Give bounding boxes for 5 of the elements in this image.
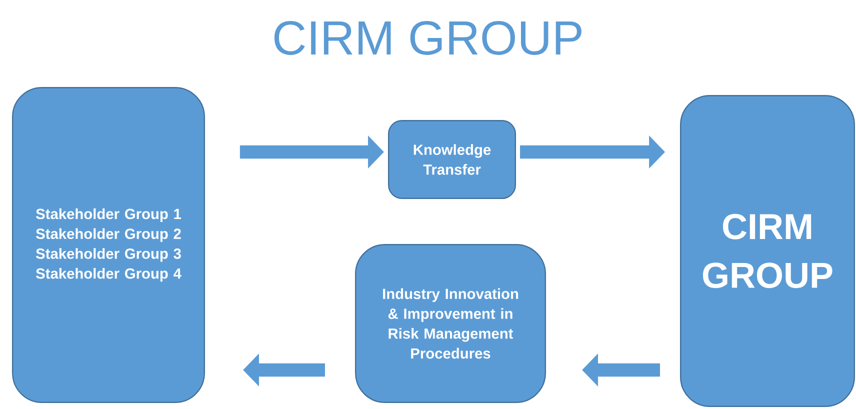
process-box: Industry Innovation & Improvement in Risk Management Procedures: [355, 244, 546, 403]
process-box: Knowledge Transfer: [388, 120, 516, 199]
process-box: Stakeholder Group 1 Stakeholder Group 2 Stakeholder Group 3 Stakeholder Group 4: [12, 87, 205, 403]
process-box: CIRM GROUP: [680, 95, 855, 407]
title: CIRM GROUP: [274, 21, 582, 55]
